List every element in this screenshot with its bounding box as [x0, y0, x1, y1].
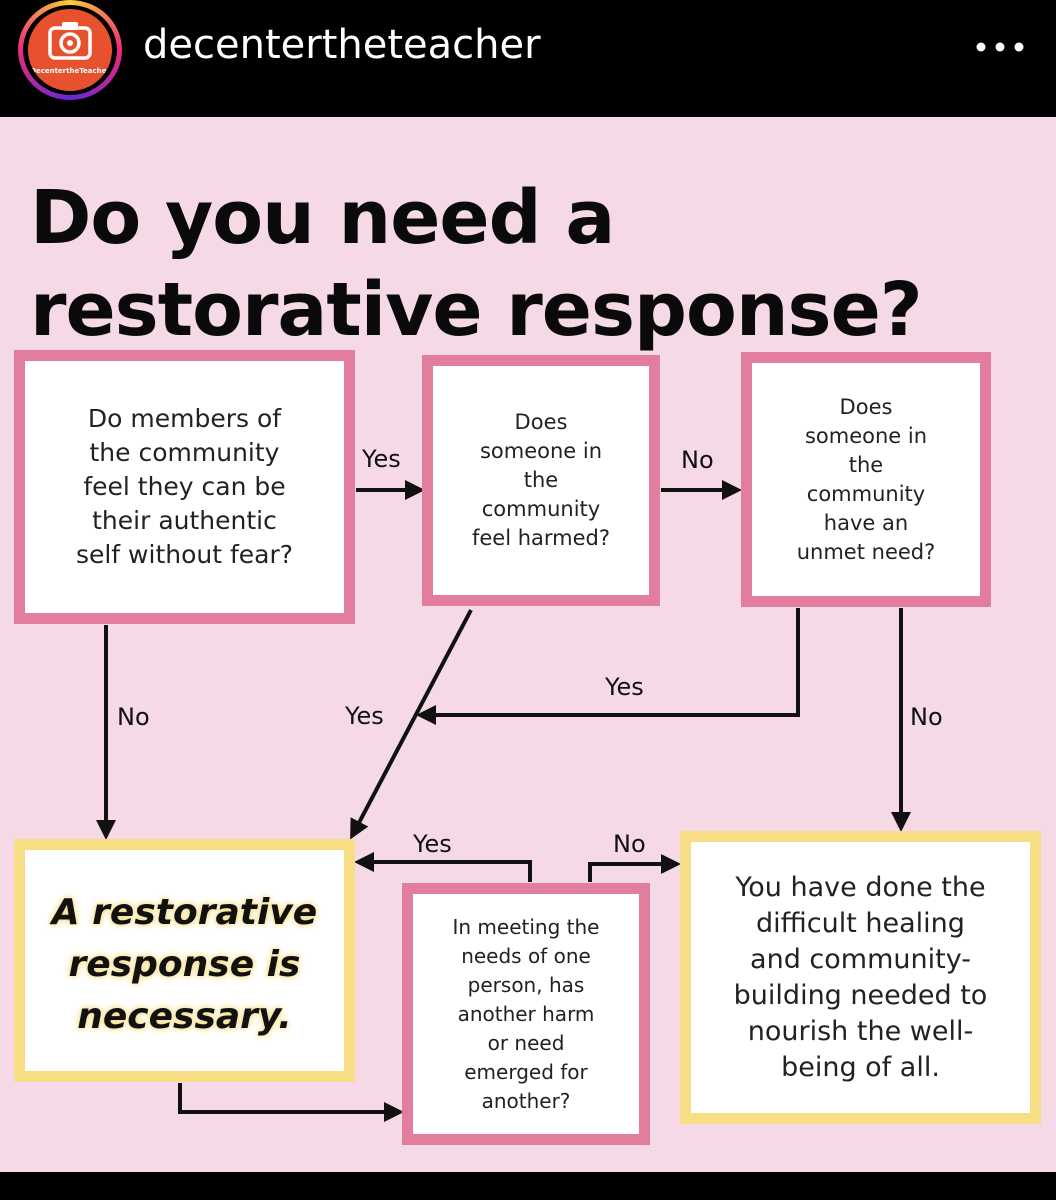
- node-done-text: You have done the difficult healing and …: [733, 871, 988, 1083]
- post-footer: [0, 1172, 1056, 1200]
- node-q4: In meeting the needs of one person, has …: [402, 883, 650, 1145]
- edge-label-q3-done: No: [910, 703, 943, 731]
- node-q1-text: Do members of the community feel they ca…: [75, 404, 294, 569]
- edge-label-q2-result: Yes: [345, 702, 384, 730]
- edge-label-q1-result: No: [117, 703, 150, 731]
- camera-icon: [48, 22, 92, 60]
- node-q3: Does someone in the community have an un…: [741, 352, 991, 607]
- ellipsis-icon[interactable]: [975, 40, 1025, 54]
- edge-q4-done: [588, 854, 681, 882]
- avatar-caption: DecentertheTeacher: [30, 67, 110, 75]
- username-link[interactable]: decentertheteacher: [143, 22, 541, 68]
- title-line-2: restorative response?: [30, 267, 923, 353]
- edge-label-q2-q3: No: [681, 446, 714, 474]
- node-q4-text: In meeting the needs of one person, has …: [452, 914, 600, 1113]
- node-q1: Do members of the community feel they ca…: [14, 350, 355, 624]
- node-q2: Does someone in the community feel harme…: [422, 355, 660, 606]
- edge-q4-result: [354, 852, 532, 882]
- edge-q3-yes: [416, 608, 800, 725]
- node-q3-text: Does someone in the community have an un…: [796, 394, 936, 564]
- edge-label-q4-done: No: [613, 830, 646, 858]
- diagram-title: Do you need a restorative response?: [30, 172, 923, 356]
- story-ring[interactable]: DecentertheTeacher: [18, 0, 122, 100]
- post-header: DecentertheTeacher decentertheteacher: [0, 0, 1056, 117]
- node-result: A restorative response is necessary.: [14, 839, 355, 1082]
- node-result-text: A restorative response is necessary.: [51, 891, 318, 1037]
- edge-label-q1-q2: Yes: [362, 445, 401, 473]
- node-done: You have done the difficult healing and …: [680, 831, 1041, 1124]
- node-q2-text: Does someone in the community feel harme…: [471, 410, 611, 550]
- edge-result-q4: [178, 1083, 404, 1122]
- edge-q2-result: [350, 609, 473, 840]
- edge-label-q3-yes: Yes: [605, 673, 644, 701]
- avatar[interactable]: DecentertheTeacher: [28, 9, 112, 91]
- title-line-1: Do you need a: [30, 175, 615, 261]
- edge-label-q4-result: Yes: [413, 830, 452, 858]
